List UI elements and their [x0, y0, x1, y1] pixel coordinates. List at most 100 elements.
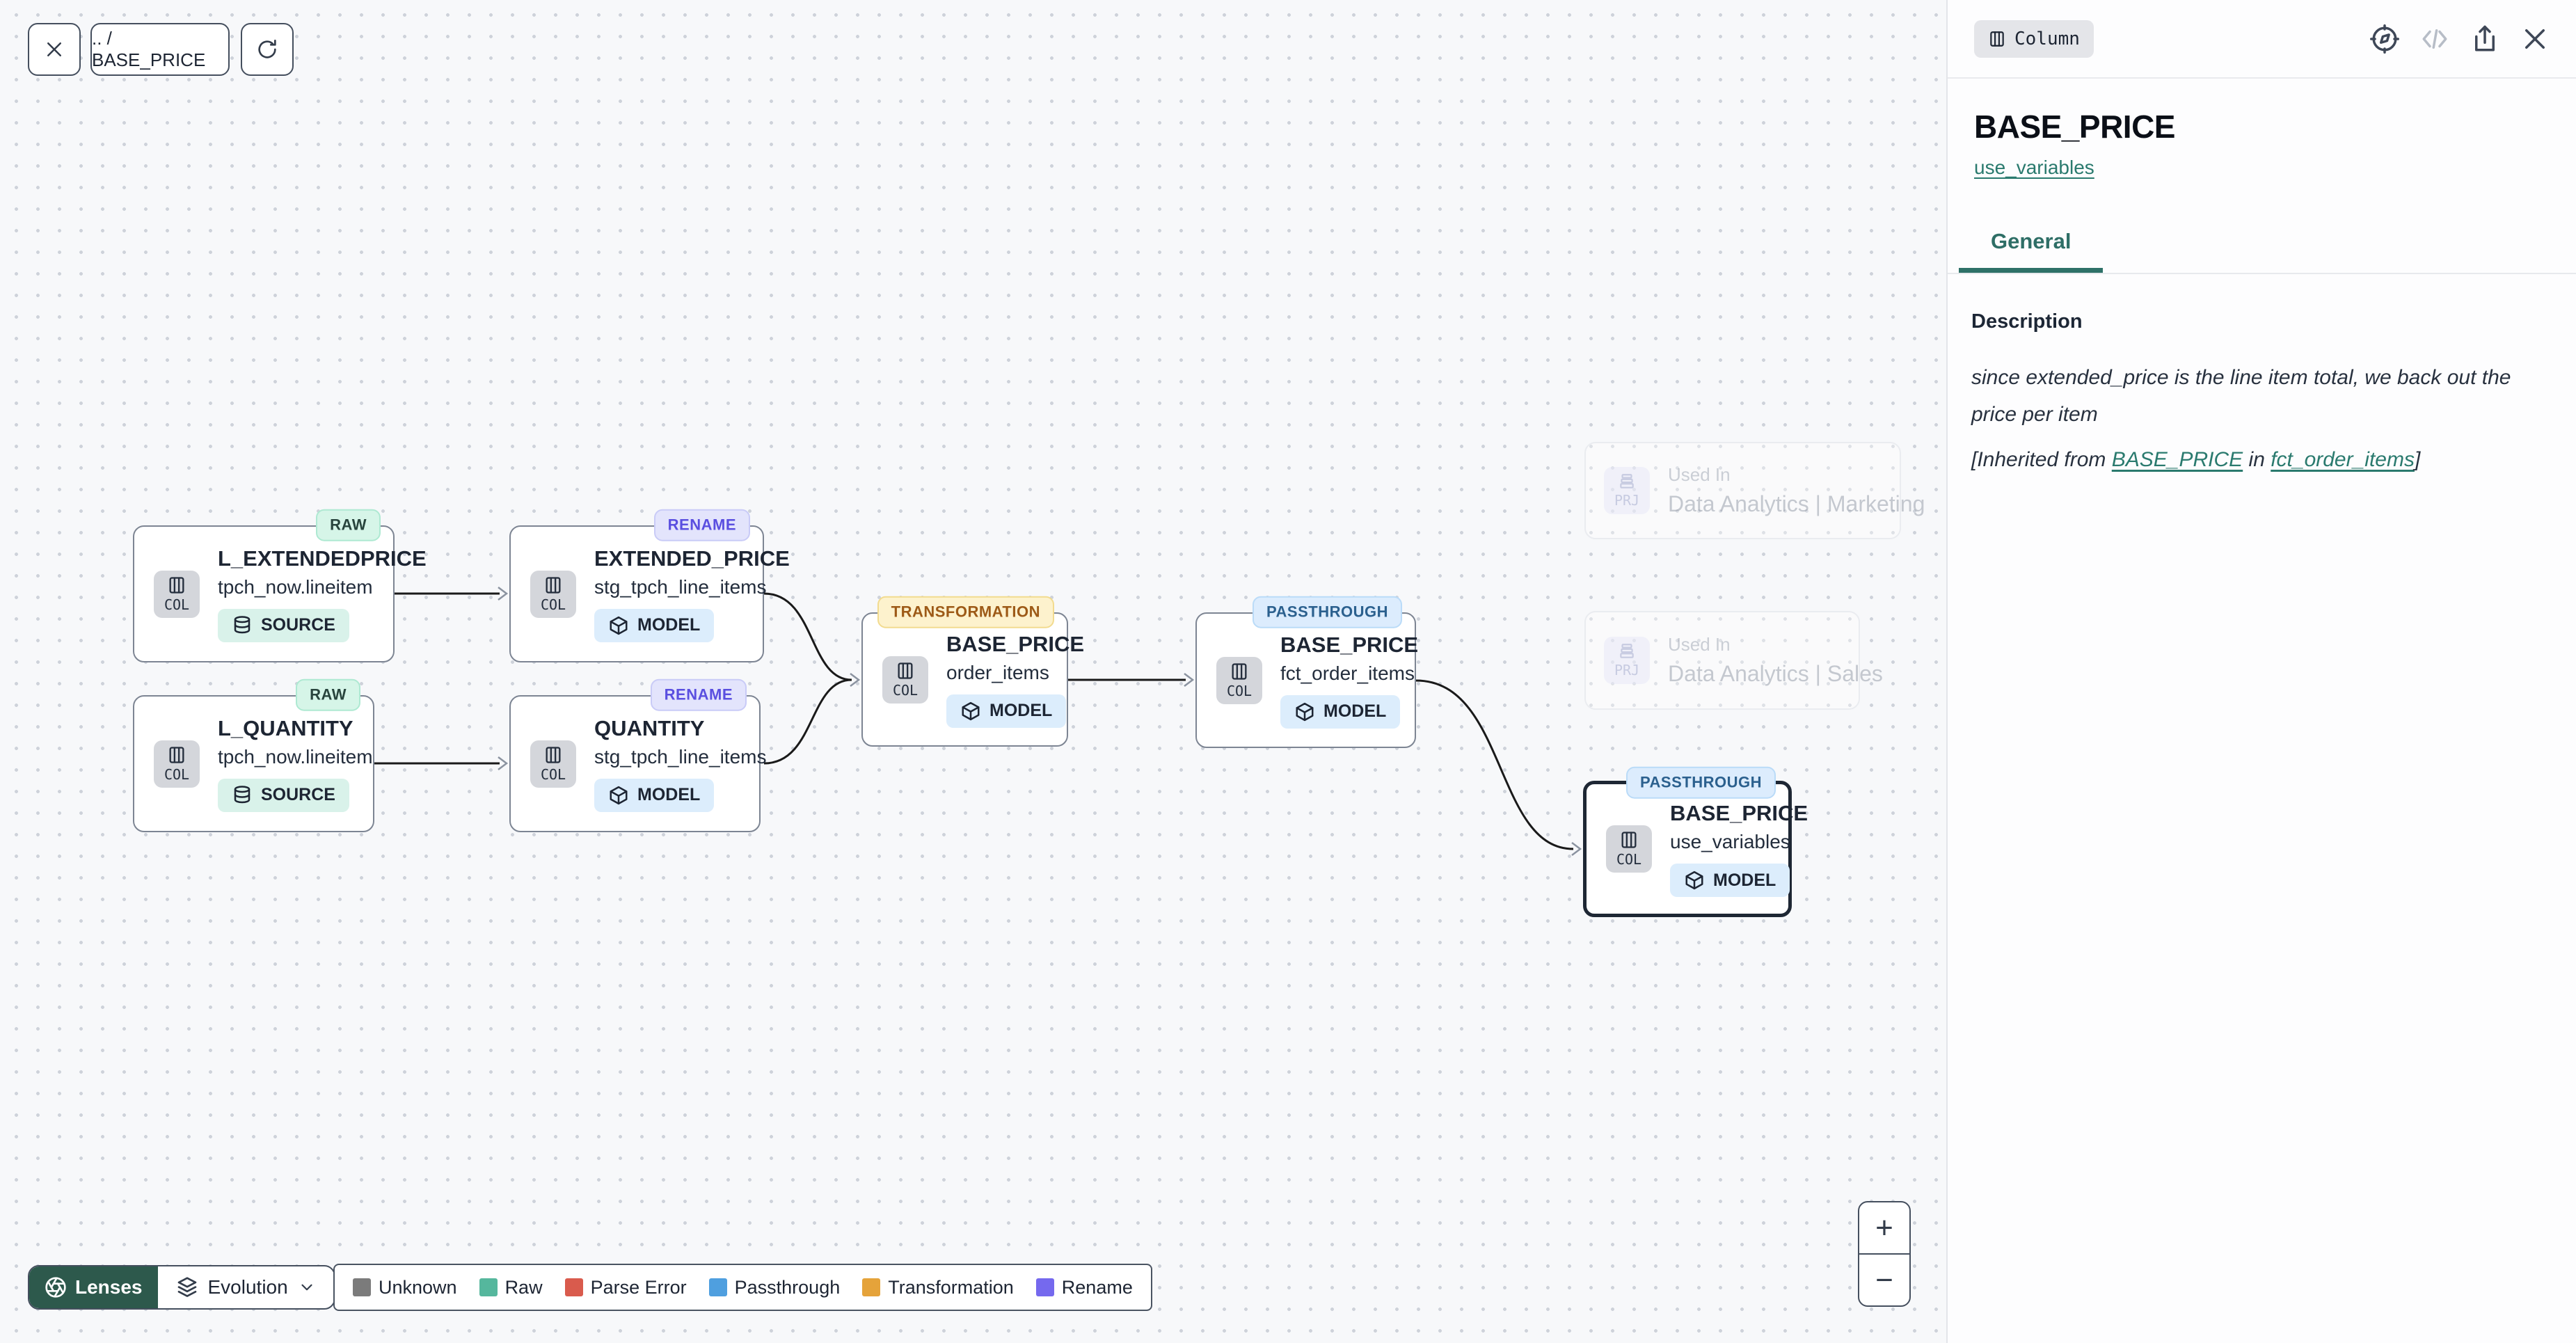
database-icon	[234, 785, 251, 803]
lenses-button[interactable]: Lenses	[29, 1266, 158, 1308]
node-title: L_EXTENDEDPRICE	[218, 546, 427, 571]
legend-item: Parse Error	[564, 1277, 687, 1298]
node-title: BASE_PRICE	[1670, 801, 1808, 825]
detail-panel: Column BASE_PRICE use_variables General …	[1946, 0, 2576, 1343]
legend-item: Unknown	[353, 1277, 457, 1298]
chevron-down-icon	[301, 1284, 312, 1291]
inherited-model-link[interactable]: fct_order_items	[2271, 448, 2415, 471]
node-extended-price[interactable]: RENAME COL EXTENDED_PRICE stg_tpch_line_…	[509, 509, 790, 662]
legend-item: Raw	[479, 1277, 543, 1298]
used-in-card-marketing[interactable]: PRJ Used In Data Analytics | Marketing	[1584, 442, 1925, 539]
node-base-price-fct-order-items[interactable]: PASSTHROUGH COL BASE_PRICE fct_order_ite…	[1195, 596, 1418, 748]
node-subtitle: stg_tpch_line_items	[594, 575, 767, 598]
node-quantity[interactable]: RENAME COL QUANTITY stg_tpch_line_items …	[509, 678, 766, 832]
lens-selector-dropdown[interactable]: Evolution	[158, 1266, 334, 1308]
cube-icon	[1296, 702, 1314, 721]
zoom-out-button[interactable]: −	[1875, 1262, 1893, 1297]
legend-item: Passthrough	[708, 1277, 840, 1298]
project-icon	[1620, 644, 1634, 658]
node-subtitle: use_variables	[1670, 831, 1790, 852]
column-chip: COL	[1216, 656, 1262, 704]
share-icon	[2475, 25, 2495, 51]
refresh-button[interactable]	[241, 23, 294, 76]
description-body: since extended_price is the line item to…	[1971, 366, 2511, 426]
refresh-icon	[258, 40, 276, 58]
legend-swatch	[353, 1278, 371, 1296]
node-base-price-order-items[interactable]: TRANSFORMATION COL BASE_PRICE order_item…	[861, 596, 1084, 747]
node-base-price-use-variables[interactable]: PASSTHROUGH COL BASE_PRICE use_variables…	[1583, 766, 1808, 917]
lineage-canvas[interactable]: .. / BASE_PRICE PRJ Used In Data Analyti…	[0, 0, 1946, 1343]
breadcrumb-label: .. / BASE_PRICE	[92, 28, 206, 70]
lineage-edges	[374, 587, 1582, 856]
cube-icon	[1685, 871, 1703, 890]
cube-icon	[962, 701, 980, 720]
compass-icon	[2370, 24, 2399, 54]
layers-icon	[177, 1277, 196, 1297]
evolution-legend: Unknown Raw Parse Error Passthrough Tran…	[333, 1264, 1152, 1311]
legend-swatch	[862, 1278, 881, 1296]
close-icon	[47, 42, 61, 56]
close-graph-button[interactable]	[28, 23, 81, 76]
explore-button[interactable]	[2370, 24, 2399, 54]
kind-badge-model: MODEL	[1280, 694, 1401, 729]
legend-swatch	[479, 1278, 498, 1296]
column-chip: COL	[154, 570, 200, 618]
code-icon	[2422, 29, 2447, 49]
panel-tabbar: General	[1948, 229, 2576, 274]
lenses-label: Lenses	[75, 1276, 143, 1298]
kind-badge-model: MODEL	[1670, 864, 1790, 897]
tab-general[interactable]: General	[1959, 229, 2104, 273]
project-chip: PRJ	[1604, 637, 1650, 684]
kind-badge-model: MODEL	[594, 778, 715, 812]
used-in-label: Used In	[1668, 634, 1731, 655]
evolution-badge: RAW	[316, 509, 381, 541]
kind-badge-source: SOURCE	[218, 608, 349, 642]
node-l-quantity[interactable]: RAW COL L_QUANTITY tpch_now.lineitem SOU…	[133, 678, 374, 832]
legend-swatch	[564, 1278, 583, 1296]
model-link[interactable]: use_variables	[1974, 157, 2094, 178]
node-subtitle: order_items	[946, 661, 1049, 683]
view-code-button[interactable]	[2420, 24, 2449, 54]
legend-item: Rename	[1035, 1277, 1133, 1298]
legend-item: Transformation	[862, 1277, 1014, 1298]
column-chip: COL	[530, 740, 576, 788]
columns-icon	[1621, 832, 1637, 848]
used-in-name: Data Analytics | Sales	[1668, 661, 1883, 686]
used-in-label: Used In	[1668, 464, 1731, 485]
evolution-badge: RENAME	[650, 678, 747, 711]
breadcrumb[interactable]: .. / BASE_PRICE	[90, 23, 230, 76]
cube-icon	[610, 616, 628, 635]
description-inherited: [Inherited from BASE_PRICE in fct_order_…	[1971, 448, 2421, 471]
panel-content: Description since extended_price is the …	[1948, 274, 2576, 472]
close-icon	[2525, 29, 2545, 49]
columns-icon	[898, 662, 913, 679]
share-button[interactable]	[2470, 24, 2499, 54]
node-title: L_QUANTITY	[218, 715, 353, 740]
node-title: BASE_PRICE	[946, 631, 1085, 656]
close-panel-button[interactable]	[2520, 24, 2550, 54]
legend-swatch	[708, 1278, 727, 1296]
zoom-in-button[interactable]: +	[1859, 1202, 1909, 1255]
kind-badge-source: SOURCE	[218, 778, 349, 812]
panel-actions	[2370, 24, 2550, 54]
node-title: QUANTITY	[594, 715, 705, 740]
column-chip: COL	[154, 740, 200, 788]
node-subtitle: fct_order_items	[1280, 662, 1415, 684]
columns-icon	[546, 746, 561, 763]
zoom-controls: + −	[1858, 1201, 1911, 1307]
node-title: EXTENDED_PRICE	[594, 546, 790, 571]
aperture-icon	[45, 1277, 66, 1298]
inherited-column-link[interactable]: BASE_PRICE	[2111, 448, 2243, 471]
kind-badge-model: MODEL	[946, 694, 1067, 728]
node-subtitle: stg_tpch_line_items	[594, 745, 767, 768]
used-in-card-sales[interactable]: PRJ Used In Data Analytics | Sales	[1584, 611, 1883, 710]
columns-icon	[1232, 662, 1247, 680]
project-icon	[1620, 474, 1634, 488]
evolution-badge: PASSTHROUGH	[1253, 596, 1402, 628]
column-chip: COL	[530, 570, 576, 618]
column-chip: COL	[882, 655, 928, 704]
lenses-bar: Lenses Evolution	[28, 1265, 335, 1310]
selected-lens-label: Evolution	[207, 1276, 288, 1298]
column-chip: COL	[1606, 825, 1652, 873]
node-l-extendedprice[interactable]: RAW COL L_EXTENDEDPRICE tpch_now.lineite…	[133, 509, 427, 662]
